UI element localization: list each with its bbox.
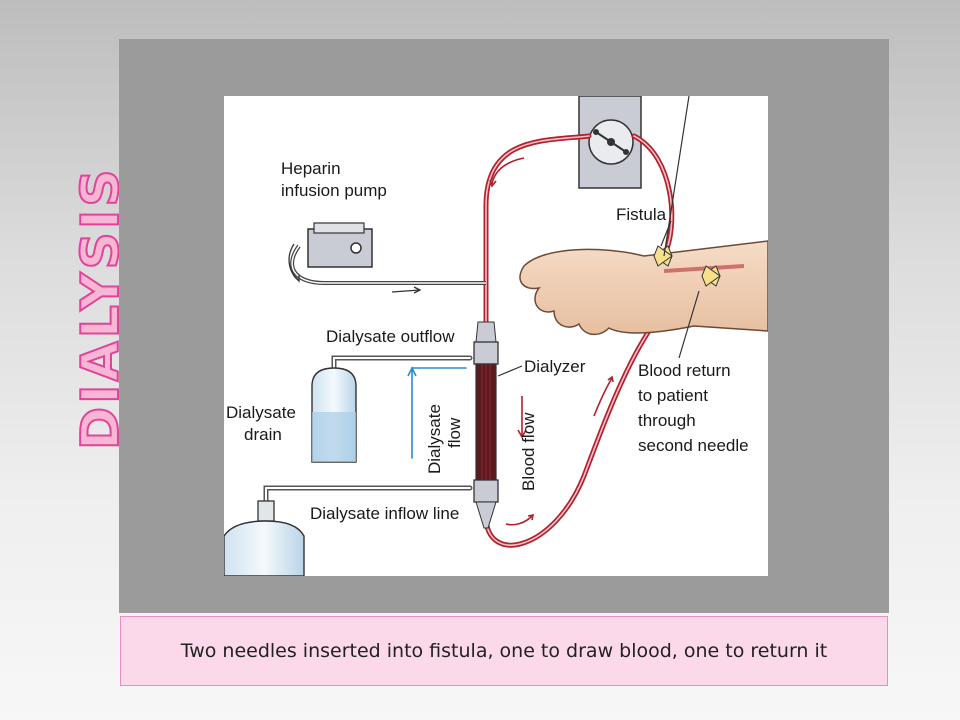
flow-arrows — [489, 157, 614, 526]
label-dialysate-drain-2: drain — [244, 425, 282, 444]
dialysate-supply-bottle — [224, 500, 305, 576]
dialysate-tubing — [263, 355, 473, 504]
label-dialysate-flow-1: Dialysate — [425, 404, 444, 474]
label-blood-return-3: through — [638, 411, 696, 430]
label-blood-return-4: second needle — [638, 436, 749, 455]
dialysis-diagram: Heparin infusion pump Fistula Dialysate … — [224, 96, 768, 576]
label-heparin-2: infusion pump — [281, 181, 387, 200]
patient-arm — [519, 240, 768, 336]
label-dialysate-flow-2: flow — [445, 417, 464, 448]
label-dialysate-inflow: Dialysate inflow line — [310, 504, 459, 523]
label-blood-return-2: to patient — [638, 386, 708, 405]
label-blood-flow: Blood flow — [519, 412, 538, 491]
caption-text: Two needles inserted into fistula, one t… — [180, 640, 828, 662]
blood-pump — [578, 96, 642, 189]
label-dialysate-drain-1: Dialysate — [226, 403, 296, 422]
heparin-pump — [307, 222, 373, 268]
slide-title: DIALYSIS — [22, 165, 132, 460]
blood-tubing — [483, 133, 697, 548]
label-dialysate-outflow: Dialysate outflow — [326, 327, 455, 346]
pointer-lines — [497, 96, 700, 377]
label-dialyzer: Dialyzer — [524, 357, 586, 376]
dialysate-drain-bottle — [311, 367, 357, 463]
needle-venous — [701, 265, 721, 287]
label-blood-return-1: Blood return — [638, 361, 731, 380]
caption-box: Two needles inserted into fistula, one t… — [120, 616, 888, 686]
dialyzer — [473, 321, 499, 529]
label-fistula: Fistula — [616, 205, 667, 224]
label-heparin-1: Heparin — [281, 159, 341, 178]
heparin-line — [290, 244, 486, 285]
needle-arterial — [653, 245, 673, 267]
